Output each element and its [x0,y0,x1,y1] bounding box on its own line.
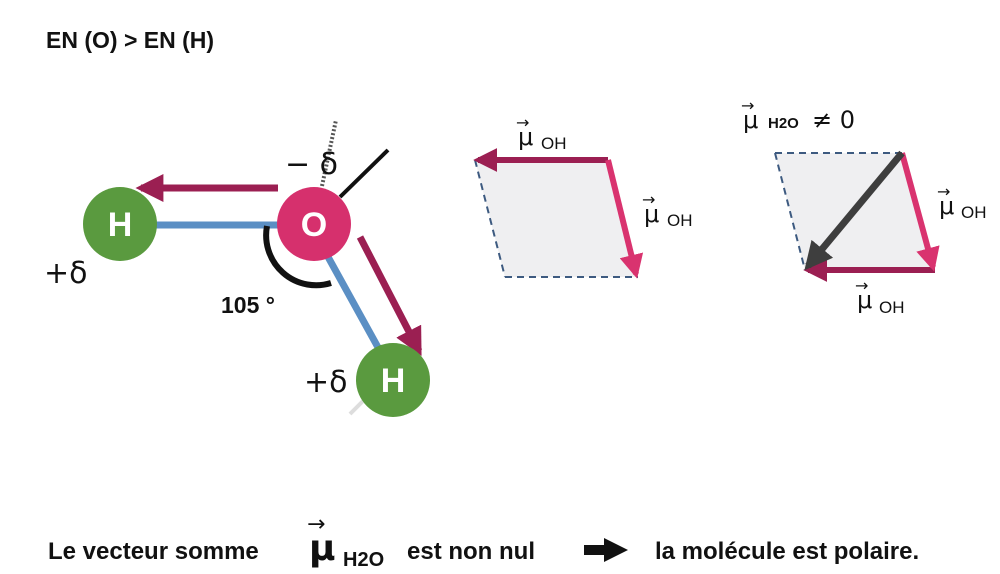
bond-angle-arc [263,225,332,289]
bond-oh-right [318,244,389,362]
hydrogen-atom-right: H [356,343,430,417]
mu-symbol: μ [743,106,758,134]
mu-arrow-glyph: → [642,190,655,209]
mu-symbol: μ [518,123,533,151]
lone-pair-line [320,119,338,187]
mu-symbol: μ [644,200,659,228]
conclusion-subscript-h2o: H2O [343,549,384,571]
dipole-arrow-right [356,235,423,356]
vector-mu-oh-slanted [605,159,644,279]
hydrogen-left-partial-charge: +δ [44,256,88,291]
mu-arrow-glyph: → [307,512,325,537]
bond-angle-label: 105 ° [221,292,275,318]
water-molecule: 105 ° H O H − δ +δ +δ [44,119,430,417]
mu-symbol: μ [939,192,954,220]
subscript-h2o: H2O [768,115,799,132]
mu-arrow-glyph: → [741,96,754,115]
subscript-oh: OH [879,298,905,317]
conclusion-part2: est non nul [407,538,535,565]
mu-symbol: μ [857,286,872,314]
vector-parallelogram-1: → μ OH → μ OH [473,113,693,279]
subscript-oh: OH [961,203,987,222]
oxygen-partial-charge: − δ [285,147,338,182]
hydrogen-label: H [108,206,133,244]
vector-parallelogram-2: → μ H2O ≠ 0 → μ OH → μ OH [741,96,987,317]
implies-arrow-icon [584,538,628,562]
oxygen-atom: O [277,187,351,261]
vector-mu-h2o-resultant [804,150,905,271]
not-equal-zero: ≠ 0 [812,106,855,134]
mu-arrow-glyph: → [855,276,868,295]
oxygen-label: O [301,206,327,244]
conclusion-part1: Le vecteur somme [48,538,259,565]
conclusion-mu: μ [309,528,336,569]
conclusion-line: Le vecteur somme → μ H2O est non nul la … [48,512,919,571]
hydrogen-label: H [381,362,406,400]
conclusion-part3: la molécule est polaire. [655,538,919,565]
hydrogen-atom-left: H [83,187,157,261]
lone-pair-line [338,148,390,199]
subscript-oh: OH [667,211,693,230]
subscript-oh: OH [541,134,567,153]
parallelogram-fill [475,160,638,277]
mu-arrow-glyph: → [937,182,950,201]
mu-arrow-glyph: → [516,113,529,132]
vector-mu-oh-right [899,152,940,272]
hydrogen-right-partial-charge: +δ [304,365,348,400]
header-title: EN (O) > EN (H) [46,27,214,53]
